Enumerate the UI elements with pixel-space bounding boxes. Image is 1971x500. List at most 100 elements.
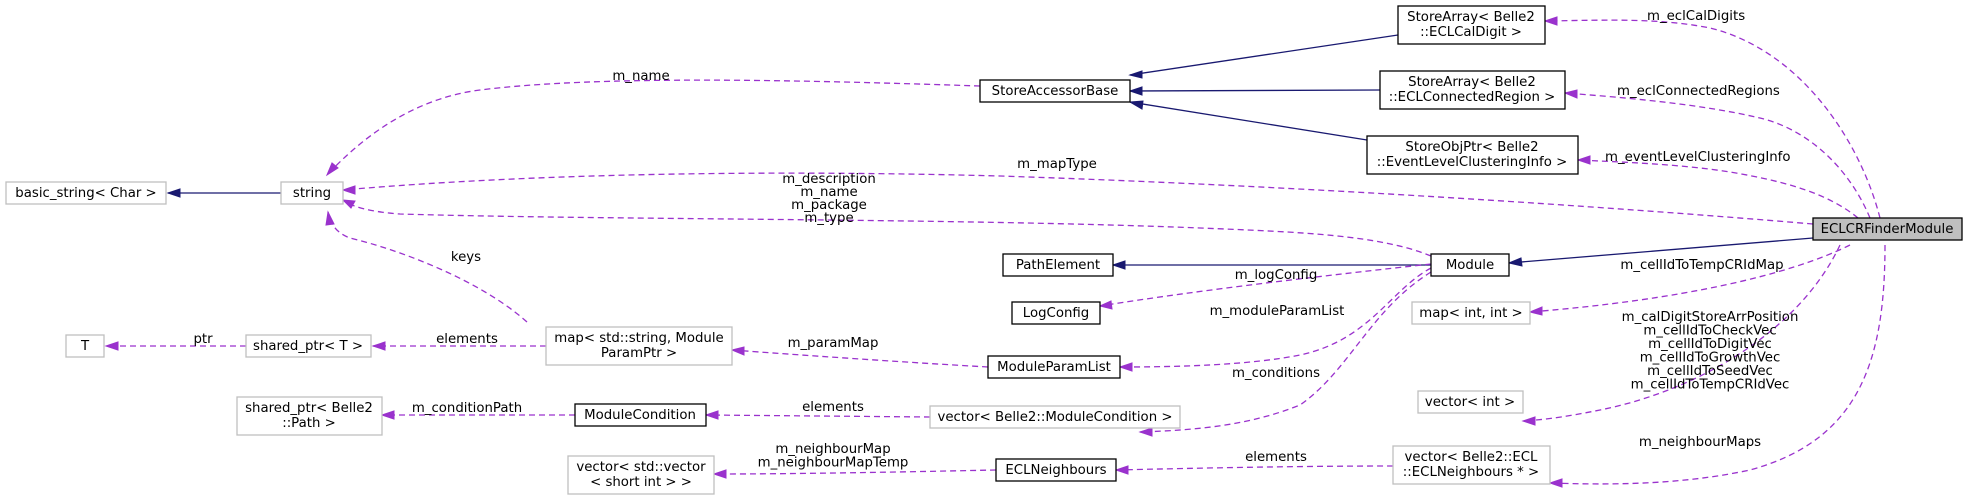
node-map-int-int[interactable]: map< int, int > bbox=[1411, 301, 1531, 325]
edge-arrowhead bbox=[1098, 300, 1113, 310]
node-box bbox=[1392, 445, 1551, 485]
node-storearray-ecl-connected-region[interactable]: StoreArray< Belle2::ECLConnectedRegion > bbox=[1379, 70, 1566, 110]
text-line: ParamPtr > bbox=[601, 346, 677, 361]
node-module-condition[interactable]: ModuleCondition bbox=[574, 403, 707, 427]
node-box bbox=[1411, 301, 1531, 325]
node-log-config[interactable]: LogConfig bbox=[1011, 301, 1101, 325]
node-box bbox=[236, 396, 383, 436]
edge-storearray-caldigit-to-storeaccessorbase bbox=[1129, 34, 1399, 76]
text-line: m_name bbox=[612, 69, 669, 84]
node-label: shared_ptr< T > bbox=[253, 339, 363, 354]
text-line: vector< std::vector bbox=[576, 460, 706, 475]
node-label: ModuleCondition bbox=[584, 408, 696, 423]
edge-label-m-cell-id-to-temp-cr-id-map: m_cellIdToTempCRIdMap bbox=[1620, 258, 1783, 273]
node-box bbox=[567, 455, 715, 495]
text-line: shared_ptr< T > bbox=[253, 339, 363, 354]
node-label: ECLCRFinderModule bbox=[1821, 222, 1954, 237]
edge-arrowhead bbox=[1548, 478, 1563, 488]
node-label: StoreObjPtr< Belle2::EventLevelClusterin… bbox=[1377, 140, 1567, 170]
edge-arrowhead bbox=[1576, 155, 1591, 165]
edge-use-elements-cond bbox=[705, 414, 931, 418]
text-line: m_cellIdToSeedVec bbox=[1647, 364, 1773, 379]
node-store-accessor-base[interactable]: StoreAccessorBase bbox=[979, 79, 1131, 103]
node-label: StoreAccessorBase bbox=[992, 84, 1119, 99]
edge-label-ptr: ptr bbox=[193, 332, 213, 347]
node-label: vector< int > bbox=[1425, 395, 1515, 410]
edge-use-m-name bbox=[326, 79, 981, 176]
text-line: vector< int > bbox=[1425, 395, 1515, 410]
edge-arrowhead bbox=[1128, 100, 1144, 110]
edge-label-m-ecl-cal-digits: m_eclCalDigits bbox=[1647, 9, 1745, 24]
node-module-param-list[interactable]: ModuleParamList bbox=[987, 355, 1121, 379]
text-line: map< std::string, Module bbox=[554, 331, 723, 346]
text-line: basic_string< Char > bbox=[15, 186, 156, 201]
text-line: m_neighbourMaps bbox=[1639, 435, 1761, 450]
edge-label-m-condition-path: m_conditionPath bbox=[412, 401, 522, 416]
edge-label-m-event-level-clustering-info: m_eventLevelClusteringInfo bbox=[1605, 150, 1791, 165]
node-path-element[interactable]: PathElement bbox=[1002, 253, 1114, 277]
edge-arrowhead bbox=[1128, 86, 1143, 96]
node-label: shared_ptr< Belle2::Path > bbox=[245, 401, 373, 431]
node-label: map< int, int > bbox=[1419, 306, 1522, 321]
node-box bbox=[979, 79, 1131, 103]
node-t[interactable]: T bbox=[65, 334, 105, 358]
text-line: StoreObjPtr< Belle2 bbox=[1405, 140, 1538, 155]
edge-use-m-conditions bbox=[1139, 271, 1432, 433]
node-storeobjptr-event-level-clustering-info[interactable]: StoreObjPtr< Belle2::EventLevelClusterin… bbox=[1366, 135, 1579, 175]
node-vector-module-condition[interactable]: vector< Belle2::ModuleCondition > bbox=[929, 405, 1181, 429]
edge-storearray-connregion-to-storeaccessorbase bbox=[1129, 89, 1381, 92]
edge-use-module-strings bbox=[342, 199, 1432, 257]
edge-arrowhead bbox=[712, 469, 727, 479]
node-basic-string[interactable]: basic_string< Char > bbox=[5, 181, 167, 205]
text-line: m_neighbourMapTemp bbox=[758, 456, 909, 471]
edge-label-m-map-type: m_mapType bbox=[1017, 157, 1097, 172]
edge-arrowhead bbox=[1543, 16, 1558, 26]
node-storearray-ecl-cal-digit[interactable]: StoreArray< Belle2::ECLCalDigit > bbox=[1397, 5, 1546, 45]
node-label: Module bbox=[1446, 258, 1494, 273]
node-box bbox=[1417, 390, 1524, 414]
node-label: StoreArray< Belle2::ECLCalDigit > bbox=[1407, 10, 1535, 40]
node-vector-ecl-neighbours-ptr[interactable]: vector< Belle2::ECL::ECLNeighbours * > bbox=[1392, 445, 1551, 485]
edge-use-m-ecl-cal-digits bbox=[1544, 19, 1881, 219]
text-line: m_logConfig bbox=[1235, 268, 1318, 283]
text-line: m_cellIdToDigitVec bbox=[1648, 337, 1772, 352]
node-shared-ptr-path[interactable]: shared_ptr< Belle2::Path > bbox=[236, 396, 383, 436]
text-line: m_cellIdToTempCRIdVec bbox=[1631, 378, 1790, 393]
node-box bbox=[1397, 5, 1546, 45]
node-label: ModuleParamList bbox=[997, 360, 1111, 375]
node-shared-ptr-t[interactable]: shared_ptr< T > bbox=[245, 334, 372, 358]
edge-arrowhead bbox=[704, 410, 719, 420]
node-module[interactable]: Module bbox=[1430, 253, 1510, 277]
text-line: ::ECLCalDigit > bbox=[1420, 25, 1522, 40]
edge-arrowhead bbox=[730, 346, 745, 356]
text-line: vector< Belle2::ECL bbox=[1405, 450, 1539, 465]
node-label: vector< Belle2::ModuleCondition > bbox=[937, 410, 1172, 425]
node-box bbox=[1379, 70, 1566, 110]
node-vector-vector-short-int[interactable]: vector< std::vector< short int > > bbox=[567, 455, 715, 495]
text-line: m_name bbox=[800, 185, 857, 200]
text-line: elements bbox=[1245, 450, 1307, 465]
text-line: m_package bbox=[791, 198, 867, 213]
edge-arrowhead bbox=[380, 410, 395, 420]
edge-label-m-neighbour-maps: m_neighbourMaps bbox=[1639, 435, 1761, 450]
edge-arrowhead bbox=[166, 188, 181, 198]
edge-arrowhead bbox=[341, 199, 356, 209]
text-line: m_calDigitStoreArrPosition bbox=[1622, 310, 1799, 325]
text-line: keys bbox=[451, 250, 481, 265]
edge-label-m-param-map: m_paramMap bbox=[788, 336, 879, 351]
node-ecl-neighbours[interactable]: ECLNeighbours bbox=[995, 458, 1117, 482]
node-vector-int[interactable]: vector< int > bbox=[1417, 390, 1524, 414]
edge-label-m-ecl-connected-regions: m_eclConnectedRegions bbox=[1617, 84, 1780, 99]
node-string[interactable]: string bbox=[280, 181, 344, 205]
node-box bbox=[5, 181, 167, 205]
node-eclcrfinder-module[interactable]: ECLCRFinderModule bbox=[1812, 217, 1963, 241]
node-box bbox=[1430, 253, 1510, 277]
text-line: StoreAccessorBase bbox=[992, 84, 1119, 99]
text-line: ptr bbox=[193, 332, 213, 347]
node-box bbox=[995, 458, 1117, 482]
text-line: ::Path > bbox=[282, 416, 336, 431]
usage-edges bbox=[104, 16, 1886, 488]
text-line: m_cellIdToGrowthVec bbox=[1640, 351, 1781, 366]
